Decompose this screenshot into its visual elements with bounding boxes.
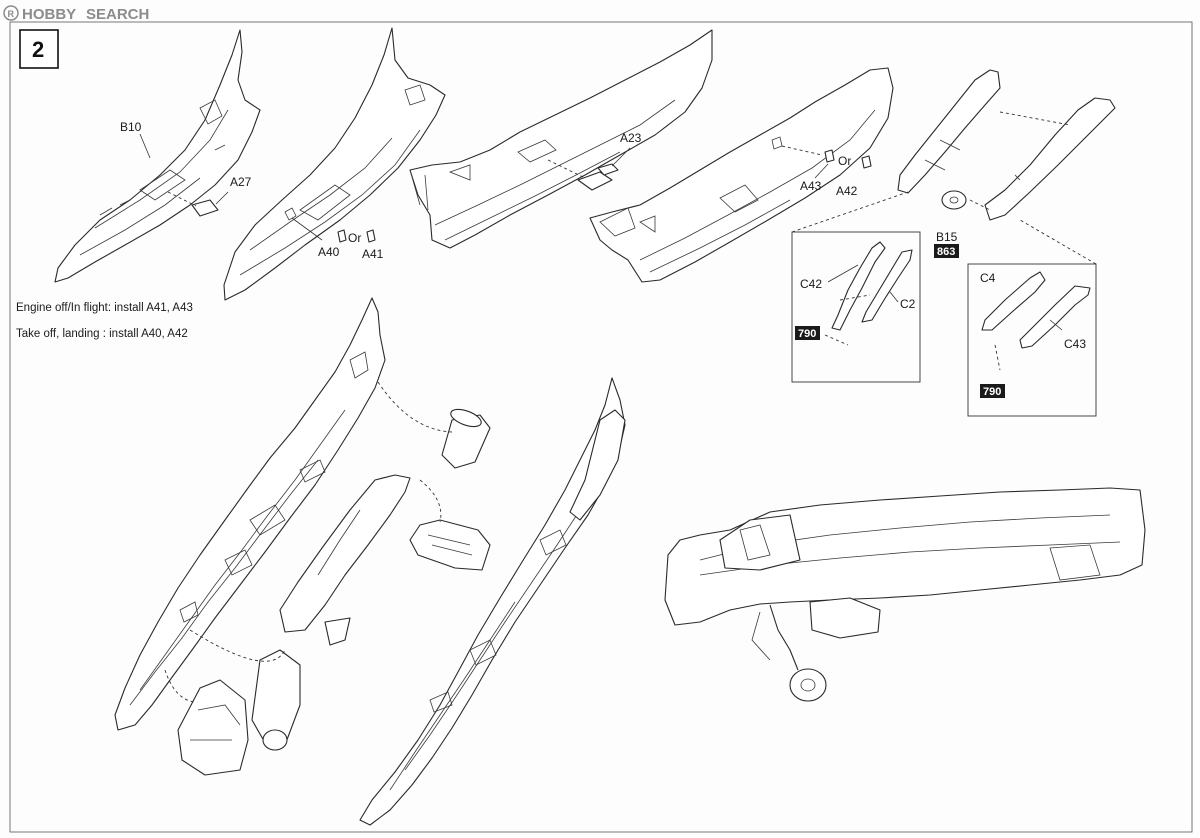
intake-duct: [279, 474, 411, 646]
paint-code-b15: 863: [934, 244, 959, 258]
paint-code-right-text: 790: [983, 386, 1001, 398]
fuselage-half-b10: [54, 29, 261, 283]
label-a40: A40: [318, 245, 340, 259]
label-a43: A43: [800, 179, 822, 193]
cockpit-cutaway: [664, 487, 1146, 702]
label-b10: B10: [120, 120, 142, 134]
part-b15: [941, 111, 1071, 211]
fuselage-half-a40-a41: [223, 27, 446, 301]
label-c2: C2: [900, 297, 916, 311]
step-number: 2: [32, 37, 44, 62]
inset-frame-right: [967, 219, 1097, 417]
label-a42: A42: [836, 184, 858, 198]
paint-code-b15-text: 863: [937, 246, 955, 258]
watermark-brand: HOBBY: [22, 6, 76, 23]
fuselage-half-a23: [409, 29, 713, 249]
duct-insert: [409, 479, 491, 571]
part-a27: [167, 191, 229, 217]
page-border: [9, 21, 1193, 833]
fuselage-assembled-left: [114, 297, 386, 731]
ejection-seat: [164, 629, 301, 776]
watermark: R HOBBY SEARCH: [3, 5, 149, 23]
label-c42: C42: [800, 277, 822, 291]
svg-text:R: R: [8, 9, 15, 19]
label-a27: A27: [230, 175, 252, 189]
intake-panel-right: [984, 97, 1116, 221]
label-a23: A23: [620, 131, 642, 145]
paint-code-left-inset: 790: [795, 326, 820, 340]
note-engine-off: Engine off/In flight: install A41, A43: [16, 302, 193, 314]
part-a42-a43: [781, 145, 872, 179]
label-or-1: Or: [348, 231, 361, 245]
paint-code-left-text: 790: [798, 328, 816, 340]
watermark-word: SEARCH: [86, 6, 149, 23]
part-a40-a41: [291, 217, 376, 243]
inset-frame-left: [791, 191, 921, 383]
registered-icon: [3, 5, 19, 21]
label-b15: B15: [936, 230, 958, 244]
label-or-2: Or: [838, 154, 851, 168]
step-box: 2: [19, 29, 59, 69]
paint-code-right-inset: 790: [980, 384, 1005, 398]
label-c43: C43: [1064, 337, 1086, 351]
label-c4: C4: [980, 271, 996, 285]
part-a23: [547, 147, 631, 191]
label-a41: A41: [362, 247, 384, 261]
note-takeoff: Take off, landing : install A40, A42: [16, 328, 188, 340]
intake-panel-left: [897, 69, 1001, 194]
engine-part: [377, 381, 491, 469]
fuselage-assembled-right: [359, 377, 626, 826]
